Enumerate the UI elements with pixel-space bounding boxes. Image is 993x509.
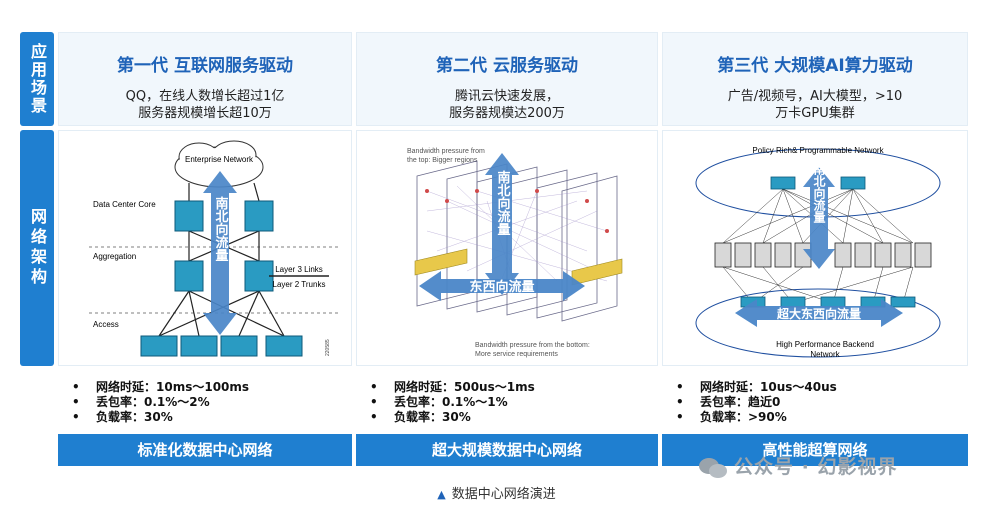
column-2-header: 第二代 云服务驱动 腾讯云快速发展， 服务器规模达200万	[356, 32, 658, 126]
column-1-header: 第一代 互联网服务驱动 QQ，在线人数增长超过1亿 服务器规模增长超10万	[58, 32, 352, 126]
figure-caption-text: 数据中心网络演进	[451, 487, 556, 502]
side-label-network-text: 网络架构	[28, 208, 47, 288]
east-west-arrow	[735, 299, 903, 327]
hpc-network-diagram: Policy Rich& Programmable Network	[695, 146, 941, 359]
side-label-network: 网络架构	[20, 130, 54, 366]
column-1-desc-line2: 服务器规模增长超10万	[138, 106, 272, 121]
column-1-title: 第一代 互联网服务驱动	[117, 56, 293, 76]
policy-network-label: Policy Rich& Programmable Network	[752, 146, 884, 155]
column-1-footer: 标准化数据中心网络	[58, 434, 352, 466]
column-1-loss: 丢包率：0.1%～2%	[96, 395, 352, 410]
column-1-stats: 网络时延：10ms～100ms 丢包率：0.1%～2% 负载率：30%	[58, 372, 352, 434]
column-2-desc-line1: 腾讯云快速发展，	[454, 89, 559, 104]
figure-code: 220585	[325, 339, 331, 356]
north-south-arrow-label: 南北向流量	[495, 170, 511, 237]
layer-access-label: Access	[93, 320, 119, 329]
column-2-latency: 网络时延：500us～1ms	[394, 380, 658, 395]
column-3-desc-line1: 广告/视频号，AI大模型，>10	[727, 89, 903, 104]
column-3-stats: 网络时延：10us～40us 丢包率：趋近0 负载率：>90%	[662, 372, 968, 434]
side-label-scene-text: 应用场景	[28, 43, 47, 115]
side-label-scene: 应用场景	[20, 32, 54, 126]
east-west-arrow	[419, 271, 585, 301]
column-2-load: 负载率：30%	[394, 410, 658, 425]
switch-icon	[140, 200, 303, 357]
cloud-label: Enterprise Network	[185, 155, 254, 164]
backend-network-label-line1: High Performance Backend	[776, 340, 874, 349]
column-3-title: 第三代 大规模AI算力驱动	[717, 56, 913, 76]
triangle-icon: ▲	[437, 488, 446, 501]
column-1-diagram: Enterprise Network Data Center Core Aggr…	[58, 130, 352, 366]
north-south-arrow	[485, 153, 519, 295]
column-2-loss: 丢包率：0.1%～1%	[394, 395, 658, 410]
bottom-note-line2: More service requirements	[475, 351, 558, 358]
cloud-network-diagram: Bandwidth pressure from the top: Bigger …	[407, 148, 623, 358]
east-west-arrow-label: 东西向流量	[469, 279, 534, 295]
layer-core-label: Data Center Core	[93, 200, 156, 209]
column-3-load: 负载率：>90%	[700, 410, 968, 425]
server-icon	[714, 242, 932, 268]
column-1-latency: 网络时延：10ms～100ms	[96, 380, 352, 395]
column-2-title: 第二代 云服务驱动	[436, 56, 578, 76]
enterprise-cloud-icon	[174, 140, 264, 188]
north-south-arrow-label: 南北向流量	[213, 196, 229, 263]
column-2-footer: 超大规模数据中心网络	[356, 434, 658, 466]
watermark-text: 公众号 · 幻影视界	[734, 456, 898, 478]
watermark: 公众号 · 幻影视界	[698, 452, 897, 479]
three-tier-network-diagram: Enterprise Network Data Center Core Aggr…	[89, 140, 339, 357]
wechat-icon	[699, 457, 727, 478]
column-3-desc-line2: 万卡GPU集群	[775, 106, 855, 121]
column-3-header: 第三代 大规模AI算力驱动 广告/视频号，AI大模型，>10 万卡GPU集群	[662, 32, 968, 126]
legend-layer3: Layer 3 Links	[275, 265, 323, 274]
north-south-arrow	[203, 171, 237, 335]
column-2-stats: 网络时延：500us～1ms 丢包率：0.1%～1% 负载率：30%	[356, 372, 658, 434]
layer-aggregation-label: Aggregation	[93, 252, 136, 261]
column-3-diagram: Policy Rich& Programmable Network	[662, 130, 968, 366]
column-3-loss: 丢包率：趋近0	[700, 395, 968, 410]
figure-caption: ▲ 数据中心网络演进	[0, 483, 993, 502]
east-west-arrow-label: 超大东西向流量	[776, 306, 861, 321]
north-south-arrow-label: 南北向流量	[812, 162, 826, 223]
column-3-latency: 网络时延：10us～40us	[700, 380, 968, 395]
bottom-note-line1: Bandwidth pressure from the bottom:	[475, 342, 590, 349]
column-1-desc-line1: QQ，在线人数增长超过1亿	[125, 89, 285, 104]
top-note-line1: Bandwidth pressure from	[407, 148, 485, 155]
top-note-line2: the top: Bigger regions	[407, 157, 478, 164]
column-2-desc-line2: 服务器规模达200万	[449, 106, 565, 121]
north-south-arrow	[803, 167, 835, 269]
backend-network-label-line2: Network	[810, 350, 840, 359]
column-1-load: 负载率：30%	[96, 410, 352, 425]
legend-layer2: Layer 2 Trunks	[273, 280, 326, 289]
column-2-diagram: Bandwidth pressure from the top: Bigger …	[356, 130, 658, 366]
